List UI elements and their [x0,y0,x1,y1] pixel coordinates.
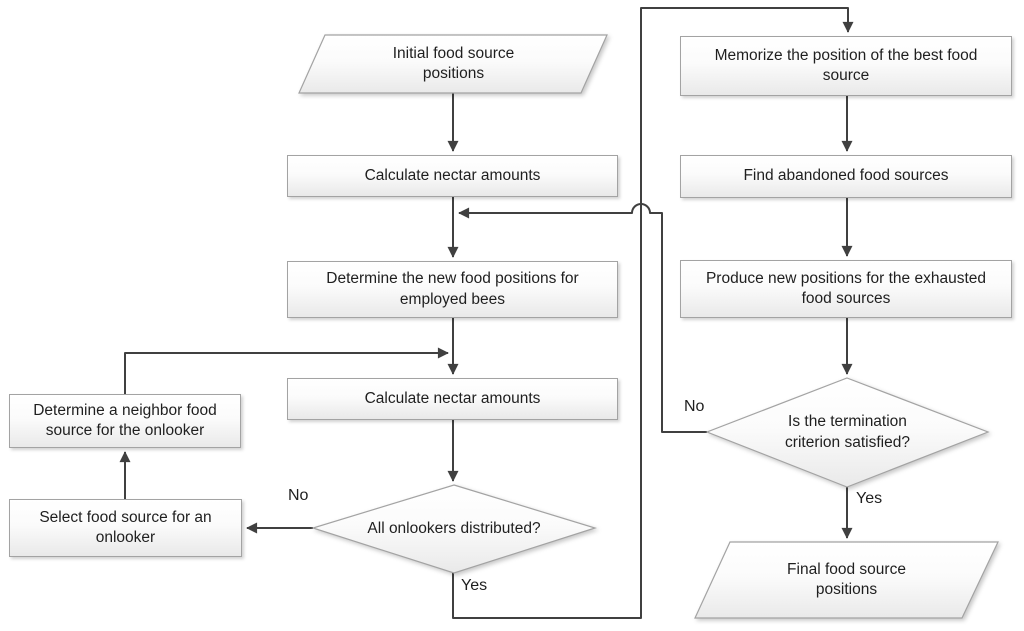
label-onlookers-no: No [288,487,309,504]
edge-onlooker-yes-to-memorize [452,7,854,619]
node-select-food-source-label: Select food source for an onlooker [39,508,212,546]
node-calculate-nectar-2: Calculate nectar amounts [287,378,618,420]
edge-neighbor-to-calc2-join [124,347,449,394]
diamond-shape [310,484,598,574]
node-select-food-source: Select food source for an onlooker [9,499,242,557]
label-termination-no: No [684,398,705,415]
node-initial-food-source-label: Initial food source positions [392,44,515,82]
node-onlookers-distributed: All onlookers distributed? [310,484,598,574]
node-produce-new-positions-label: Produce new positions for the exhausted … [705,269,987,307]
node-neighbor-food-source: Determine a neighbor food source for the… [9,394,241,448]
node-calculate-nectar-1: Calculate nectar amounts [287,155,618,197]
diamond-shape [705,377,990,488]
edge-termination-no-feedback [458,203,707,433]
node-determine-new-positions: Determine the new food positions for emp… [287,261,618,318]
node-find-abandoned-sources: Find abandoned food sources [680,155,1012,198]
node-produce-new-positions: Produce new positions for the exhausted … [680,260,1012,318]
parallelogram-shape [298,34,608,94]
node-neighbor-food-source-label: Determine a neighbor food source for the… [33,401,217,439]
node-calculate-nectar-2-label: Calculate nectar amounts [364,389,541,407]
node-memorize-best-source-label: Memorize the position of the best food s… [714,46,978,84]
node-determine-new-positions-label: Determine the new food positions for emp… [326,270,579,308]
parallelogram-shape [694,541,999,619]
label-onlookers-yes: Yes [461,577,488,594]
node-memorize-best-source: Memorize the position of the best food s… [680,36,1012,96]
node-initial-food-source: Initial food source positions [298,34,608,94]
node-final-food-source-label: Final food source positions [787,560,906,598]
node-onlookers-distributed-label: All onlookers distributed? [367,519,541,537]
label-termination-yes: Yes [856,490,883,507]
node-final-food-source: Final food source positions [694,541,999,619]
node-termination-criterion: Is the termination criterion satisfied? [705,377,990,488]
node-calculate-nectar-1-label: Calculate nectar amounts [364,166,541,184]
node-find-abandoned-sources-label: Find abandoned food sources [743,167,949,185]
node-termination-criterion-label: Is the termination criterion satisfied? [785,413,910,451]
